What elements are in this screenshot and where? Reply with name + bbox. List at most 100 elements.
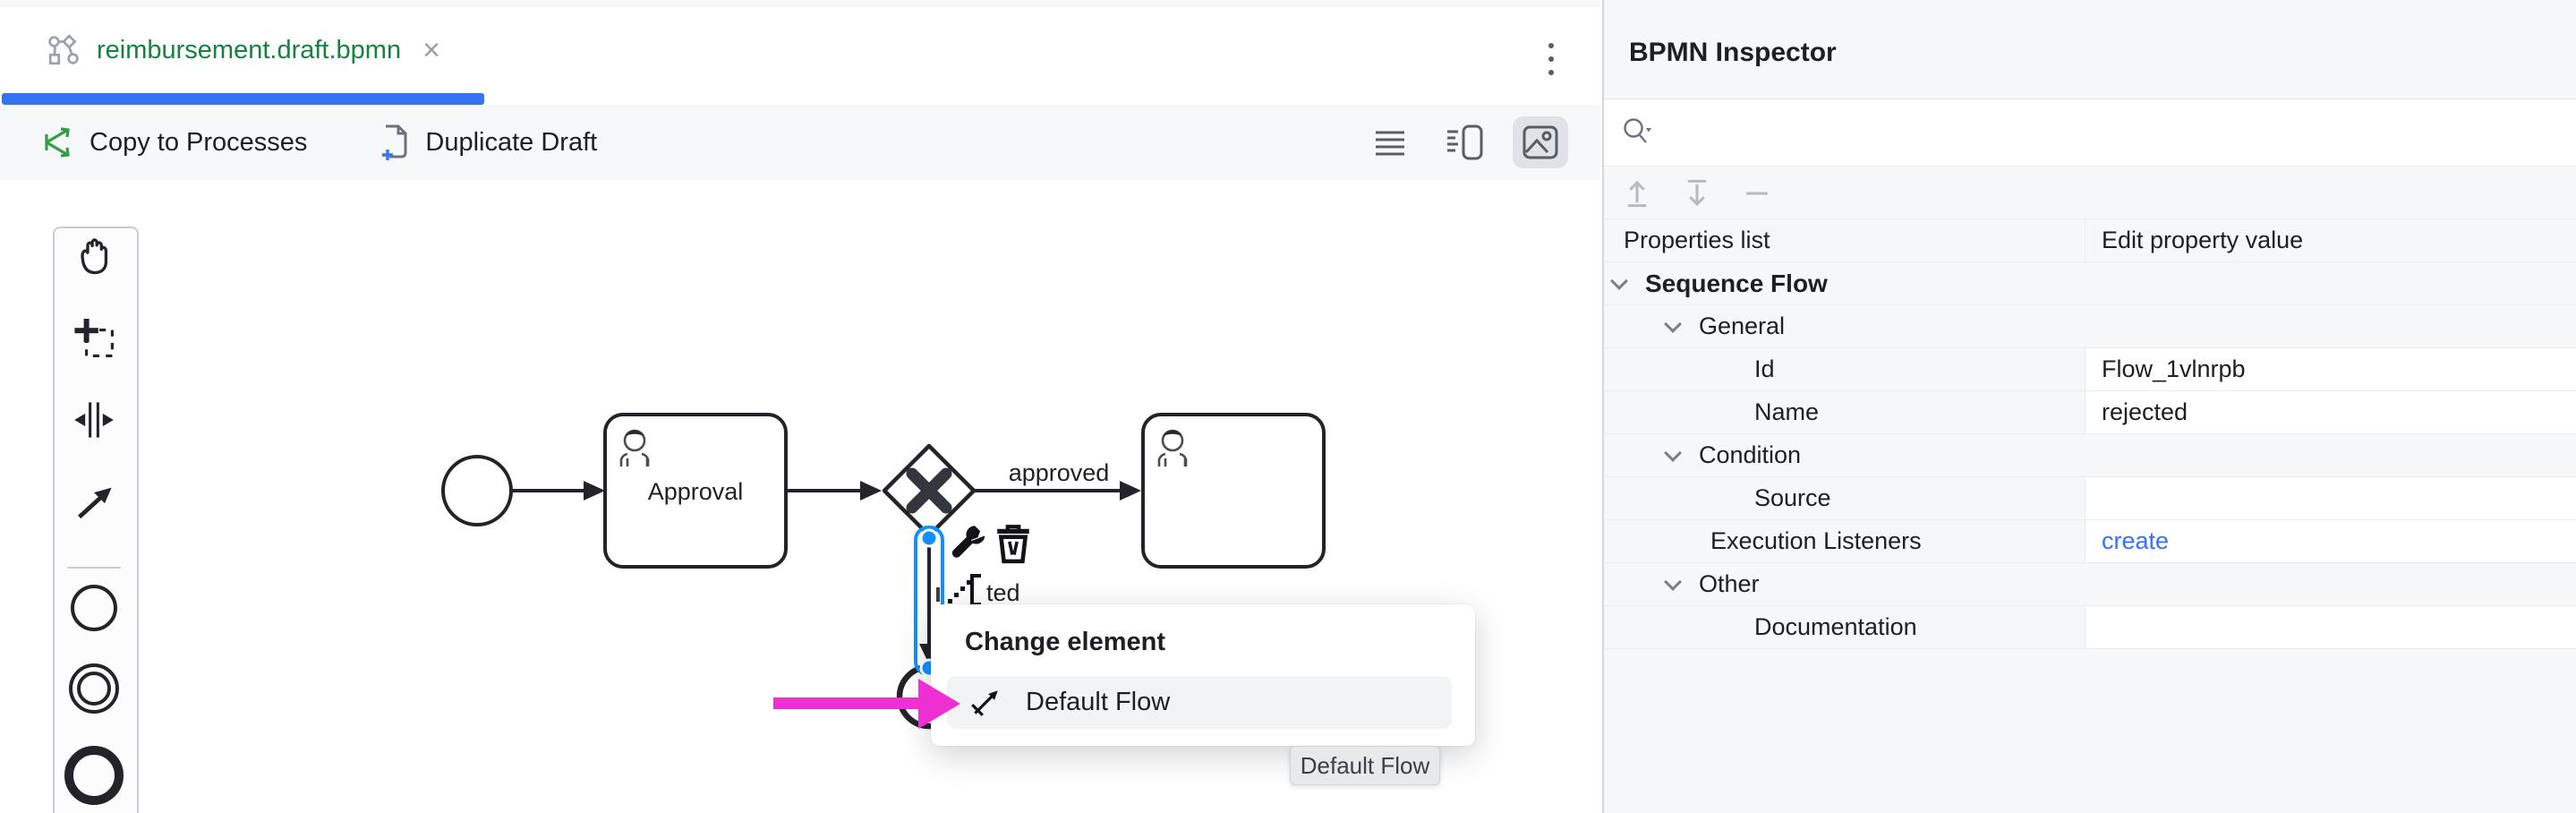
trash-icon xyxy=(997,525,1029,564)
diagram-tool-palette xyxy=(53,227,139,813)
gateway-x-marker xyxy=(906,467,952,514)
default-flow-icon xyxy=(971,689,998,716)
property-label: Name xyxy=(1754,398,1820,425)
hand-tool-icon xyxy=(81,238,108,275)
property-value-cell[interactable] xyxy=(2085,477,2576,519)
duplicate-draft-icon xyxy=(382,124,407,160)
split-view-button[interactable] xyxy=(1437,116,1493,168)
palette-separator xyxy=(67,567,121,569)
popup-title: Change element xyxy=(965,628,1165,656)
property-value-cell[interactable]: rejected xyxy=(2085,391,2576,433)
remove-icon[interactable] xyxy=(1742,178,1772,209)
tab-file-name[interactable]: reimbursement.draft.bpmn xyxy=(97,35,402,64)
default-flow-tooltip: Default Flow xyxy=(1290,746,1440,785)
editor-tab-bar: reimbursement.draft.bpmn × xyxy=(0,7,1600,105)
group-label: Other xyxy=(1699,570,1760,597)
properties-list-header: Properties list xyxy=(1624,227,1770,253)
edit-property-header: Edit property value xyxy=(2102,227,2304,253)
annotation-arrow-head xyxy=(918,679,960,729)
hidden-label-fragment xyxy=(936,587,940,602)
flow-label-fragment: ted xyxy=(936,573,1020,607)
split-view-icon xyxy=(1447,124,1483,160)
flow-endpoint-handle[interactable] xyxy=(919,528,939,548)
group-row-other[interactable]: Other xyxy=(1604,563,2576,606)
flow-label-visible-part: ted xyxy=(986,579,1020,606)
create-link[interactable]: create xyxy=(2102,527,2170,554)
copy-to-processes-button[interactable]: Copy to Processes xyxy=(39,124,307,161)
property-value-cell[interactable]: create xyxy=(2085,520,2576,562)
bpmn-diagram: Approval approved xyxy=(441,413,1326,730)
group-label: Condition xyxy=(1699,441,1802,468)
group-row-sequence-flow[interactable]: Sequence Flow xyxy=(1604,262,2576,305)
user-task-icon xyxy=(619,429,650,466)
diagram-view-icon xyxy=(1523,125,1558,159)
property-row-documentation: Documentation xyxy=(1604,606,2576,649)
chevron-down-icon[interactable] xyxy=(1664,572,1682,591)
text-view-icon xyxy=(1376,131,1404,156)
edit-property-header-cell: Edit property value xyxy=(2085,219,2576,261)
lasso-tool-icon xyxy=(74,319,114,357)
property-row-id: Id Flow_1vlnrpb xyxy=(1604,348,2576,391)
diagram-view-button[interactable] xyxy=(1513,116,1568,168)
tab-close-icon[interactable]: × xyxy=(422,33,440,67)
inspector-row-actions xyxy=(1604,167,2576,219)
property-value-cell[interactable] xyxy=(2085,606,2576,648)
chevron-down-icon[interactable] xyxy=(1610,271,1628,290)
create-end-event-tool[interactable] xyxy=(55,746,133,805)
group-label: Sequence Flow xyxy=(1645,269,1828,297)
task-approval-label: Approval xyxy=(648,478,744,505)
group-row-condition[interactable]: Condition xyxy=(1604,434,2576,477)
property-label: Documentation xyxy=(1754,613,1917,640)
group-label: General xyxy=(1699,312,1786,339)
inspector-title: BPMN Inspector xyxy=(1629,38,1837,67)
property-row-name: Name rejected xyxy=(1604,391,2576,434)
hand-tool[interactable] xyxy=(55,235,133,277)
duplicate-draft-button[interactable]: Duplicate Draft xyxy=(377,123,597,162)
editor-options-kebab-icon[interactable] xyxy=(1543,39,1559,79)
move-down-icon[interactable] xyxy=(1682,178,1712,209)
property-value-cell[interactable]: Flow_1vlnrpb xyxy=(2085,348,2576,390)
start-event-shape[interactable] xyxy=(441,455,513,526)
context-pad-delete-button[interactable] xyxy=(994,523,1033,564)
move-up-icon[interactable] xyxy=(1622,178,1652,209)
lasso-tool[interactable] xyxy=(55,316,133,359)
tooltip-text: Default Flow xyxy=(1300,751,1430,779)
property-value: Flow_1vlnrpb xyxy=(2102,355,2246,382)
user-task-icon xyxy=(1157,429,1188,466)
property-row-source: Source xyxy=(1604,477,2576,520)
property-row-execution-listeners: Execution Listeners create xyxy=(1604,520,2576,563)
property-label: Execution Listeners xyxy=(1710,527,1922,554)
diagram-toolbar: Copy to Processes Duplicate Draft xyxy=(0,105,1600,181)
wrench-icon xyxy=(951,525,986,559)
annotation-arrow-shaft xyxy=(773,697,920,709)
create-start-event-tool[interactable] xyxy=(55,585,133,631)
flow-approved-label: approved xyxy=(1009,459,1110,486)
task-unnamed-shape[interactable] xyxy=(1141,413,1326,569)
active-tab-underline xyxy=(2,93,484,105)
global-connect-tool[interactable] xyxy=(55,481,133,524)
create-intermediate-event-tool[interactable] xyxy=(55,663,133,714)
inspector-search-field[interactable] xyxy=(1604,98,2576,167)
copy-to-processes-label: Copy to Processes xyxy=(90,127,308,157)
space-tool-icon xyxy=(74,402,114,438)
tab-reimbursement-draft-bpmn[interactable]: reimbursement.draft.bpmn × xyxy=(0,7,467,93)
context-pad-wrench-button[interactable] xyxy=(947,523,988,564)
group-row-general[interactable]: General xyxy=(1604,305,2576,348)
space-tool[interactable] xyxy=(55,398,133,441)
property-value: rejected xyxy=(2102,398,2188,425)
text-annotation-icon[interactable] xyxy=(943,573,983,607)
search-icon xyxy=(1624,118,1651,143)
default-flow-menu-label: Default Flow xyxy=(1026,688,1171,716)
property-label: Id xyxy=(1754,355,1775,382)
property-label: Source xyxy=(1754,484,1831,511)
properties-header-row: Properties list Edit property value xyxy=(1604,219,2576,262)
chevron-down-icon[interactable] xyxy=(1664,443,1682,462)
copy-to-processes-icon xyxy=(45,127,70,158)
text-view-button[interactable] xyxy=(1362,116,1418,168)
bpmn-file-icon xyxy=(48,34,79,65)
default-flow-menu-item[interactable]: Default Flow xyxy=(947,676,1452,729)
global-connect-icon xyxy=(78,487,112,519)
change-element-popup: Change element Default Flow xyxy=(931,604,1475,746)
chevron-down-icon[interactable] xyxy=(1664,314,1682,333)
